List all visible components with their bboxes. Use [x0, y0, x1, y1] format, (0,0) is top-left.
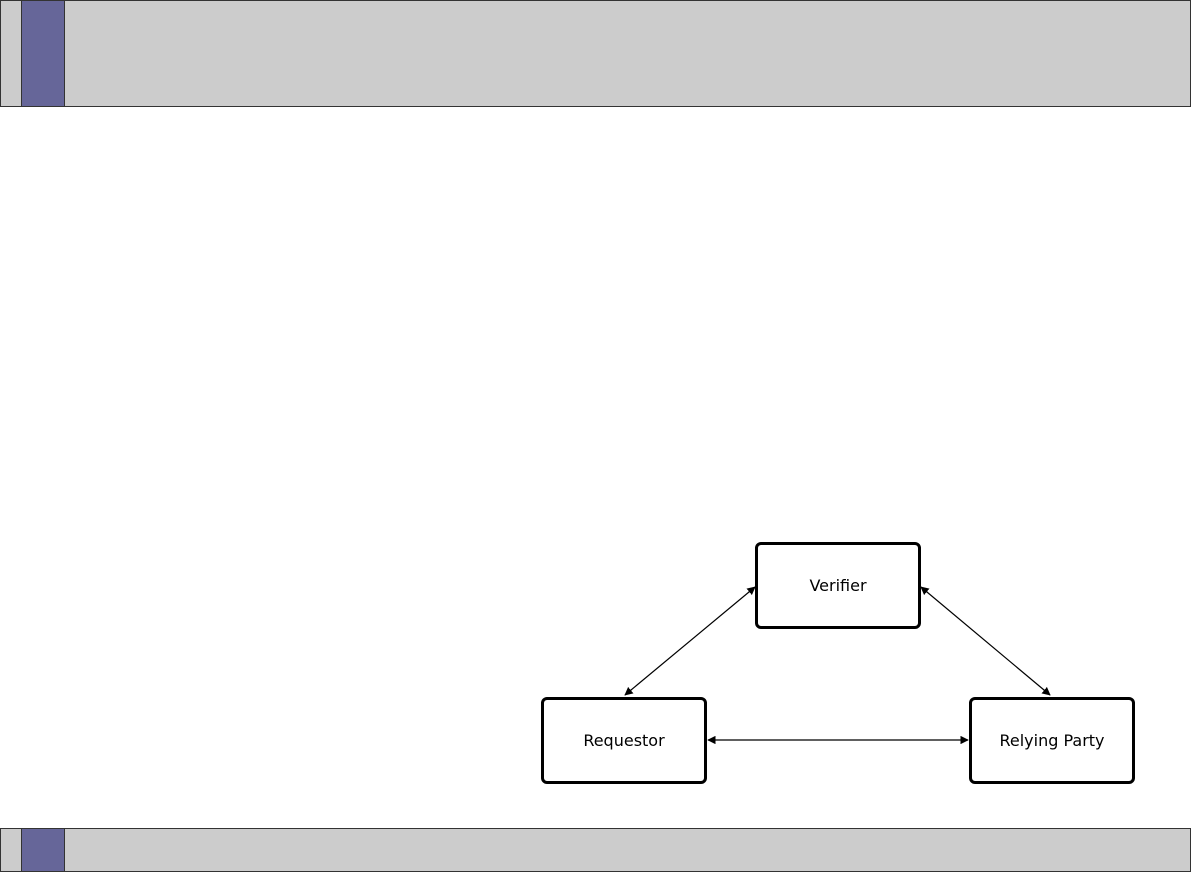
relying-party-label: Relying Party: [999, 731, 1105, 750]
edge-verifier-relying-party: [920, 586, 1051, 696]
relying-party-node: Relying Party: [969, 697, 1135, 784]
requestor-label: Requestor: [583, 731, 665, 750]
verifier-label: Verifier: [809, 576, 867, 595]
slide-header-bar: [0, 0, 1191, 107]
header-accent-block: [21, 1, 65, 106]
slide-footer-bar: [0, 828, 1191, 872]
footer-accent-block: [21, 829, 65, 871]
edge-requestor-verifier: [624, 586, 756, 696]
verifier-node: Verifier: [755, 542, 921, 629]
requestor-node: Requestor: [541, 697, 707, 784]
